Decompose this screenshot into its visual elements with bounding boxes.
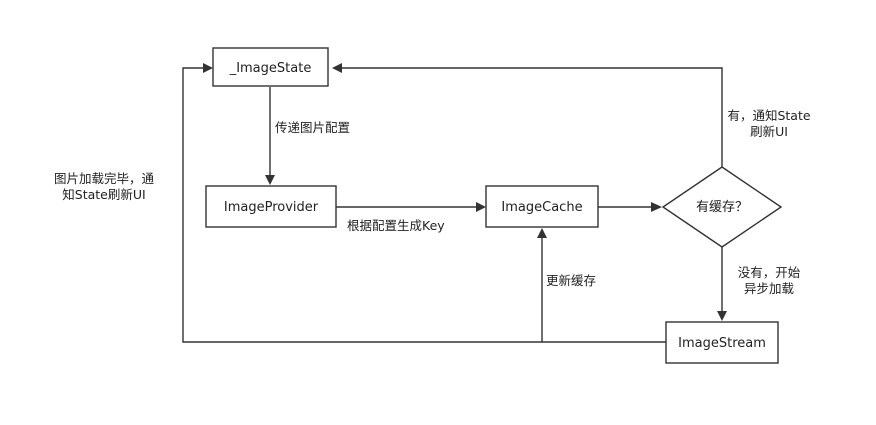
edge-label-update-cache: 更新缓存 [546,273,596,288]
edge-label-has-cache-yes-line1: 有，通知State [727,108,810,123]
node-image-provider-label: ImageProvider [224,200,319,215]
arrow-head-down [717,311,727,321]
arrow-head-down [265,175,275,185]
node-image-cache-label: ImageCache [501,200,582,215]
edge-label-pass-config: 传递图片配置 [275,120,350,135]
node-image-cache: ImageCache [485,185,599,228]
edge-decision-yes-to-state [341,67,723,167]
edge-label-gen-key: 根据配置生成Key [347,218,445,233]
edge-stream-to-state [182,67,666,343]
arrow-head-right [651,202,662,212]
node-image-provider: ImageProvider [205,185,337,228]
arrow-head-left [332,63,342,73]
arrow-head-right [203,63,213,73]
node-has-cache-decision: 有缓存？ [661,166,783,248]
edge-label-load-done-line1: 图片加载完毕，通 [54,171,155,186]
edge-label-no-cache-line1: 没有，开始 [738,265,801,280]
node-image-state-label: _ImageState [229,61,312,76]
edge-label-load-done-line2: 知State刷新UI [62,187,145,202]
node-image-stream: ImageStream [665,321,779,364]
node-image-state: _ImageState [212,47,329,87]
edge-label-no-cache-line2: 异步加载 [744,281,795,296]
node-has-cache-label: 有缓存？ [696,200,748,215]
arrow-head-up [537,228,547,238]
node-image-stream-label: ImageStream [678,336,766,351]
edge-label-has-cache-yes-line2: 刷新UI [750,124,788,139]
arrow-head-right [476,202,486,212]
